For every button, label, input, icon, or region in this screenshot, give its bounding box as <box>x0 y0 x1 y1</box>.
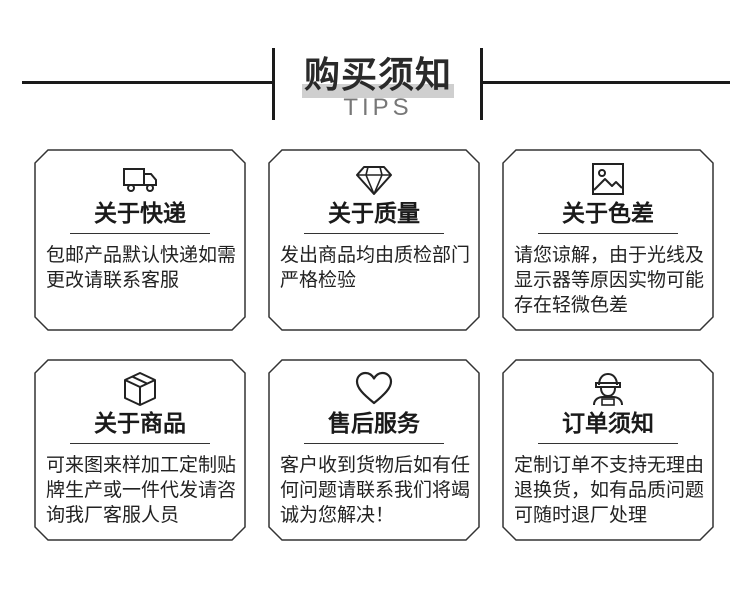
card-body: 客户收到货物后如有任何问题请联系我们将竭诚为您解决！ <box>280 454 471 526</box>
card-divider <box>304 443 444 444</box>
card-body: 请您谅解，由于光线及显示器等原因实物可能存在轻微色差 <box>514 244 705 316</box>
card-frame <box>268 149 480 331</box>
page-title: 购买须知 <box>303 55 452 96</box>
image-icon <box>592 163 624 195</box>
card-divider <box>70 443 210 444</box>
card-shipping: 关于快递 包邮产品默认快递如需更改请联系客服 <box>34 149 246 331</box>
card-title: 关于色差 <box>562 201 654 227</box>
truck-icon <box>123 168 157 192</box>
card-order-notice: 订单须知 定制订单不支持无理由退换货，如有品质问题可随时退厂处理 <box>502 359 714 541</box>
card-frame <box>502 149 714 331</box>
card-body: 定制订单不支持无理由退换货，如有品质问题可随时退厂处理 <box>514 454 705 526</box>
diamond-icon <box>356 166 392 195</box>
card-frame <box>268 359 480 541</box>
card-divider <box>70 233 210 234</box>
card-frame <box>34 149 246 331</box>
card-quality: 关于质量 发出商品均由质检部门严格检验 <box>268 149 480 331</box>
header-left-divider <box>272 48 275 120</box>
card-after-sales: 售后服务 客户收到货物后如有任何问题请联系我们将竭诚为您解决！ <box>268 359 480 541</box>
header-right-divider <box>480 48 483 120</box>
header: 购买须知 TIPS <box>276 46 480 126</box>
card-title: 关于快递 <box>94 201 186 227</box>
card-body: 可来图来样加工定制贴牌生产或一件代发请咨询我厂客服人员 <box>46 454 237 526</box>
card-title: 关于商品 <box>94 411 186 437</box>
card-divider <box>538 443 678 444</box>
card-title: 订单须知 <box>562 411 654 437</box>
card-divider <box>304 233 444 234</box>
card-frame <box>34 359 246 541</box>
card-body: 发出商品均由质检部门严格检验 <box>280 244 471 291</box>
card-body: 包邮产品默认快递如需更改请联系客服 <box>46 244 237 291</box>
heart-icon <box>355 371 393 405</box>
box-icon <box>124 372 156 406</box>
card-divider <box>538 233 678 234</box>
card-title: 售后服务 <box>328 411 420 437</box>
page-subtitle: TIPS <box>343 94 413 121</box>
card-products: 关于商品 可来图来样加工定制贴牌生产或一件代发请咨询我厂客服人员 <box>34 359 246 541</box>
card-color-difference: 关于色差 请您谅解，由于光线及显示器等原因实物可能存在轻微色差 <box>502 149 714 331</box>
customer-service-icon <box>593 372 623 406</box>
header-left-line <box>22 81 274 84</box>
card-frame <box>502 359 714 541</box>
header-right-line <box>482 81 730 84</box>
card-title: 关于质量 <box>328 201 420 227</box>
